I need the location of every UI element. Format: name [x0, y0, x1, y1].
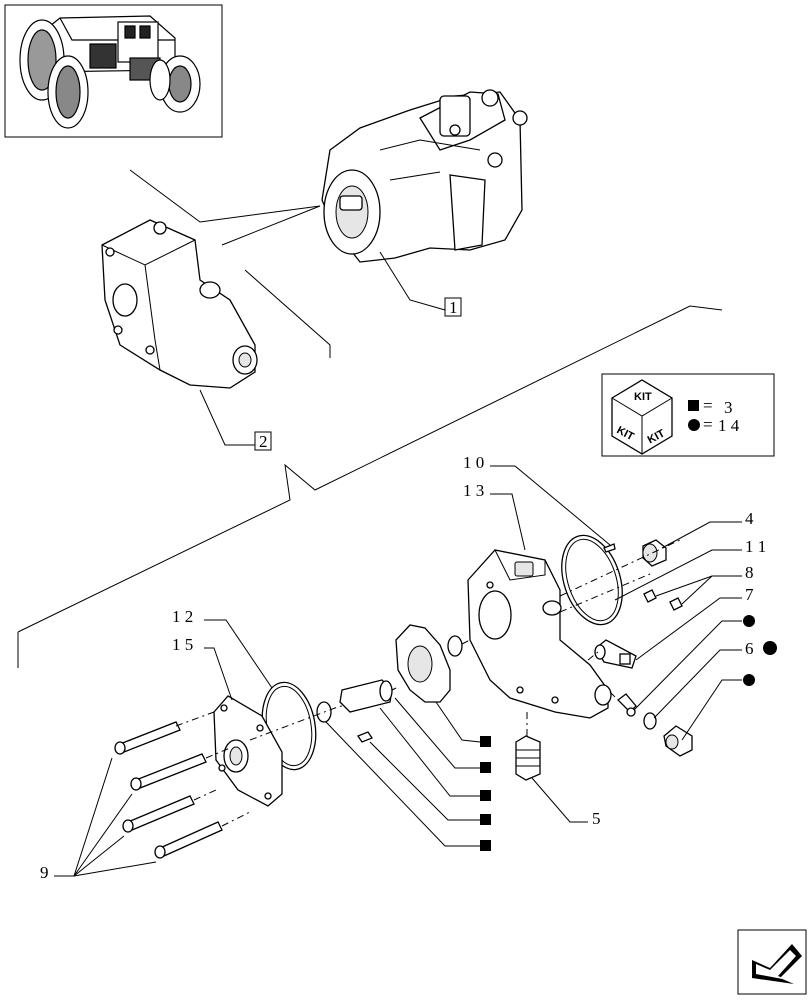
- plug-part-8b[interactable]: [669, 597, 683, 611]
- bullet-circle-icon: [743, 674, 755, 686]
- bullet-circle-icon: [743, 615, 755, 627]
- bushing-part-4[interactable]: [642, 539, 667, 567]
- gear-rotor[interactable]: [395, 624, 451, 703]
- o-ring-part-11[interactable]: [551, 528, 633, 633]
- shaft[interactable]: [339, 679, 393, 713]
- kit-square-marker: [480, 790, 491, 801]
- bolts-part-9[interactable]: [114, 721, 223, 859]
- callout-6: 6: [745, 639, 754, 658]
- square-symbol-icon: [688, 400, 699, 411]
- kit-cube-icon: KIT KIT KIT: [611, 379, 673, 455]
- pump-cover-housing[interactable]: [101, 219, 258, 389]
- key[interactable]: [357, 731, 373, 743]
- callout-4: 4: [745, 509, 754, 528]
- bullet-circle-icon: [763, 641, 777, 655]
- callout-12: 1 2: [172, 607, 193, 626]
- kit-label-top: KIT: [634, 391, 652, 403]
- legend-square-count: 3: [724, 398, 733, 417]
- callout-1: 1: [449, 298, 458, 317]
- hydraulic-pump-assembly[interactable]: [321, 89, 528, 263]
- filter-part-5[interactable]: [515, 735, 541, 781]
- legend-eq-2: =: [703, 415, 713, 434]
- kit-legend: KIT KIT KIT = 3 = 1 4: [601, 373, 775, 457]
- kit-square-marker: [480, 840, 491, 851]
- valve-part-6[interactable]: [617, 693, 637, 717]
- legend-eq-1: =: [703, 396, 713, 415]
- callout-7: 7: [745, 585, 754, 604]
- main-housing-part-13[interactable]: [467, 549, 612, 719]
- bearing-small[interactable]: [447, 635, 463, 657]
- end-cover-part-15[interactable]: [213, 695, 283, 807]
- previous-page-arrow-button[interactable]: [737, 929, 807, 995]
- arrow-left-icon: [752, 944, 802, 984]
- plug-part-6[interactable]: [663, 725, 693, 757]
- callout-5: 5: [592, 809, 601, 828]
- tractor-thumbnail[interactable]: [4, 4, 223, 138]
- callout-10: 1 0: [463, 453, 484, 472]
- callout-13: 1 3: [463, 481, 484, 500]
- callout-11: 1 1: [745, 537, 766, 556]
- valve-part-7[interactable]: [594, 639, 637, 669]
- kit-square-marker: [480, 814, 491, 825]
- plug-part-8a[interactable]: [643, 589, 657, 603]
- callout-8: 8: [745, 563, 754, 582]
- pin-part-10[interactable]: [603, 543, 616, 553]
- kit-square-marker: [480, 736, 491, 747]
- callout-9: 9: [40, 863, 49, 882]
- callout-15: 1 5: [172, 635, 193, 654]
- legend-circle-count: 1 4: [718, 416, 740, 435]
- kit-square-marker: [480, 762, 491, 773]
- seal-ring-part-6[interactable]: [643, 712, 657, 730]
- circle-symbol-icon: [688, 419, 700, 431]
- callout-2: 2: [259, 432, 268, 451]
